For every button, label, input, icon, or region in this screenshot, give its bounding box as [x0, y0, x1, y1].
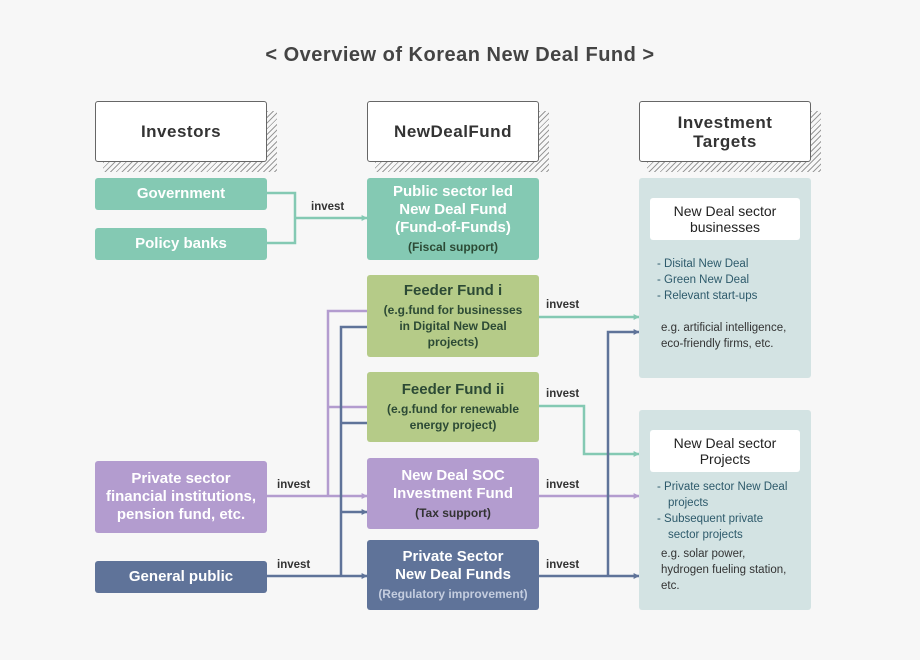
- fund-private-sector: Private Sector New Deal Funds (Regulator…: [367, 540, 539, 610]
- target-projects-header-line2: Projects: [699, 451, 751, 467]
- target-businesses: New Deal sector businesses - Disital New…: [639, 178, 811, 378]
- investor-private-financial-line2: financial institutions,: [105, 488, 256, 505]
- fund-public-line3: (Fund-of-Funds): [395, 219, 511, 236]
- investor-policy-banks-label: Policy banks: [135, 235, 227, 252]
- edge-feeder2: [539, 404, 640, 457]
- target-businesses-header: New Deal sector businesses: [650, 198, 800, 240]
- investor-general-public: General public: [95, 561, 267, 593]
- target-businesses-header-line2: businesses: [689, 219, 761, 235]
- fund-feeder-1: Feeder Fund i (e.g.fund for businesses i…: [367, 275, 539, 357]
- target-businesses-header-line1: New Deal sector: [673, 203, 777, 219]
- edge-label-feeder1: invest: [546, 299, 580, 311]
- fund-soc-line2: Investment Fund: [392, 484, 513, 502]
- fund-public-line1: Public sector led: [392, 183, 514, 200]
- target-projects-list: - Private sector New Deal projects - Sub…: [657, 479, 787, 543]
- fund-feeder1-line2: in Digital New Deal: [399, 319, 507, 333]
- edge-private-fin-trunk: [326, 309, 367, 496]
- fund-public-sub: (Fiscal support): [407, 240, 498, 254]
- fund-private-line2: New Deal Funds: [395, 566, 511, 583]
- target-projects-header: New Deal sector Projects: [650, 430, 800, 472]
- fund-private-line1: Private Sector: [402, 548, 504, 565]
- fund-feeder-2: Feeder Fund ii (e.g.fund for renewable e…: [367, 372, 539, 442]
- fund-feeder1-line1: (e.g.fund for businesses: [383, 303, 523, 317]
- list-item: - Subsequent private: [657, 513, 764, 525]
- edge-government: [267, 191, 297, 245]
- fund-feeder1-line3: projects): [427, 335, 479, 349]
- target-projects: New Deal sector Projects - Private secto…: [639, 410, 811, 610]
- list-item: - Green New Deal: [657, 274, 750, 286]
- targets-header: Investment Targets: [639, 101, 811, 162]
- fund-feeder2-line2: energy project): [409, 418, 497, 432]
- edge-label-private-fin: invest: [277, 479, 311, 491]
- edge-private-fund-trunk: [606, 329, 640, 576]
- investor-general-public-label: General public: [128, 568, 234, 585]
- edge-label-soc: invest: [546, 479, 580, 491]
- example-line: e.g. solar power,: [661, 548, 746, 560]
- fund-private-sub: (Regulatory improvement): [378, 587, 528, 601]
- investor-private-financial: Private sector financial institutions, p…: [95, 461, 267, 533]
- target-businesses-examples: e.g. artificial intelligence, eco-friend…: [661, 320, 786, 352]
- investor-government-label: Government: [136, 185, 226, 202]
- example-line: eco-friendly firms, etc.: [661, 338, 774, 350]
- edge-general-trunk: [339, 325, 367, 576]
- list-item: sector projects: [668, 529, 743, 541]
- investor-private-financial-line1: Private sector: [131, 470, 231, 487]
- list-item: - Private sector New Deal: [657, 481, 788, 493]
- target-businesses-list: - Disital New Deal - Green New Deal - Re…: [657, 256, 757, 304]
- targets-header-line1: Investment: [677, 112, 773, 132]
- example-line: e.g. artificial intelligence,: [661, 322, 787, 334]
- target-projects-header-line1: New Deal sector: [673, 435, 777, 451]
- fund-soc: New Deal SOC Investment Fund (Tax suppor…: [367, 458, 539, 529]
- edge-label-feeder2: invest: [546, 388, 580, 400]
- list-item: projects: [668, 497, 709, 509]
- list-item: - Disital New Deal: [657, 258, 749, 270]
- investor-private-financial-line3: pension fund, etc.: [116, 506, 246, 523]
- example-line: hydrogen fueling station,: [661, 564, 787, 576]
- fund-header: NewDealFund: [367, 101, 539, 162]
- fund-header-label: NewDealFund: [394, 122, 512, 141]
- targets-header-line2: Targets: [693, 131, 757, 151]
- fund-feeder2-title: Feeder Fund ii: [401, 381, 505, 398]
- fund-public-sector: Public sector led New Deal Fund (Fund-of…: [367, 178, 539, 260]
- fund-soc-sub: (Tax support): [415, 505, 491, 520]
- edge-label-public: invest: [311, 201, 345, 213]
- investor-government: Government: [95, 178, 267, 210]
- investors-header-label: Investors: [140, 122, 222, 141]
- fund-public-line2: New Deal Fund: [399, 201, 507, 218]
- diagram-title: < Overview of Korean New Deal Fund >: [265, 44, 655, 66]
- investors-header: Investors: [95, 101, 267, 162]
- target-projects-examples: e.g. solar power, hydrogen fueling stati…: [661, 546, 786, 594]
- fund-soc-line1: New Deal SOC: [401, 466, 505, 484]
- investor-policy-banks: Policy banks: [95, 228, 267, 260]
- fund-feeder1-title: Feeder Fund i: [403, 282, 503, 299]
- edge-label-private-fund: invest: [546, 559, 580, 571]
- list-item: - Relevant start-ups: [657, 290, 758, 302]
- edge-label-general: invest: [277, 559, 311, 571]
- example-line: etc.: [661, 580, 680, 592]
- fund-feeder2-line1: (e.g.fund for renewable: [386, 402, 519, 416]
